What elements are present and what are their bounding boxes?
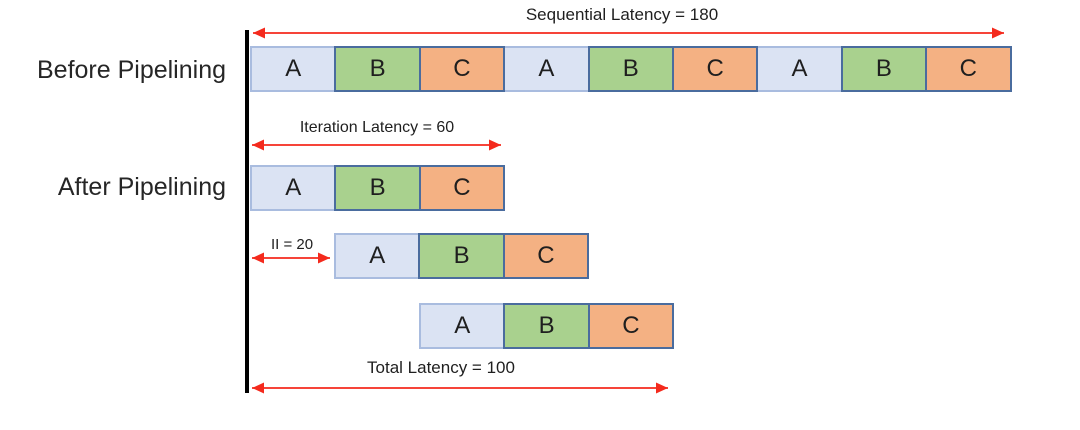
initiation-interval-label: II = 20 [270,236,314,253]
after-pipelining-label: After Pipelining [57,173,226,201]
stage-block-a: A [756,46,843,92]
before-pipelining-label: Before Pipelining [36,56,226,84]
iteration-latency-label: Iteration Latency = 60 [299,119,455,136]
timeline-start-line [245,30,249,393]
stage-block-c: C [671,46,759,92]
stage-block-a: A [250,46,337,92]
stage-block-a: A [503,46,590,92]
stage-block-a: A [334,233,421,279]
total-latency-label: Total Latency = 100 [367,358,515,377]
stage-block-c: C [418,165,506,211]
stage-block-b: B [840,46,928,92]
stage-block-b: B [418,233,505,279]
stage-block-b: B [587,46,674,92]
sequential-latency-label: Sequential Latency = 180 [525,5,719,24]
stage-block-b: B [334,46,421,92]
stage-block-c: C [587,303,675,349]
stage-block-b: B [334,165,421,211]
stage-block-c: C [925,46,1012,92]
stage-block-a: A [250,165,337,211]
stage-block-c: C [502,233,590,279]
stage-block-b: B [503,303,590,349]
stage-block-a: A [419,303,506,349]
stage-block-c: C [418,46,506,92]
